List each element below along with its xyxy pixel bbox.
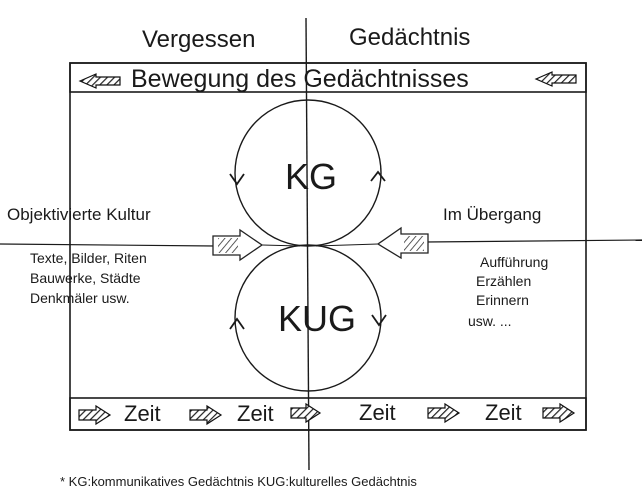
header-gedaechtnis: Gedächtnis: [349, 24, 470, 51]
horizontal-axis-right: [424, 239, 642, 243]
kg-label: KG: [285, 156, 337, 197]
time-label: Zeit: [485, 400, 522, 425]
kg-circle: [234, 99, 382, 247]
kug-label: KUG: [278, 298, 356, 339]
banner-right-arrow-icon: [534, 71, 577, 87]
diagram-frame: [69, 62, 587, 431]
header-vergessen: Vergessen: [142, 26, 255, 53]
time-arrow-icon: [542, 402, 576, 424]
time-label: Zeit: [124, 401, 161, 426]
time-arrow-icon: [189, 404, 223, 426]
kg-right-up-chevron-icon: [370, 170, 386, 182]
time-label: Zeit: [359, 400, 396, 425]
banner-label: Bewegung des Gedächtnisses: [131, 65, 469, 93]
left-side-line: Texte, Bilder, Riten: [30, 250, 147, 266]
time-arrow-icon: [427, 402, 461, 424]
left-side-line: Denkmäler usw.: [30, 290, 130, 306]
left-inward-arrow-icon: [212, 228, 301, 262]
horizontal-axis-left: [0, 243, 216, 247]
time-label: Zeit: [237, 401, 274, 426]
time-arrow-icon: [78, 404, 112, 426]
banner-left-arrow-icon: [78, 73, 121, 89]
right-side-line: Aufführung: [480, 254, 548, 270]
right-side-line: Erinnern: [476, 292, 529, 308]
right-inward-arrow-icon: [315, 226, 429, 260]
kg-left-down-chevron-icon: [229, 173, 245, 186]
time-bar: [69, 397, 587, 431]
vertical-axis: [305, 17, 310, 471]
kug-right-down-chevron-icon: [371, 314, 387, 327]
banner-box: [69, 62, 587, 93]
kug-circle: [234, 244, 382, 392]
right-side-line: usw. ...: [468, 313, 512, 329]
right-side-line: Erzählen: [476, 273, 531, 289]
kug-left-up-chevron-icon: [229, 317, 245, 330]
left-side-title: Objektivierte Kultur: [7, 205, 151, 224]
time-arrow-icon: [290, 402, 322, 424]
right-side-title: Im Übergang: [443, 205, 541, 224]
footnote: * KG:kommunikatives Gedächtnis KUG:kultu…: [60, 474, 417, 489]
time-arrows: [78, 402, 576, 426]
left-side-line: Bauwerke, Städte: [30, 270, 141, 286]
